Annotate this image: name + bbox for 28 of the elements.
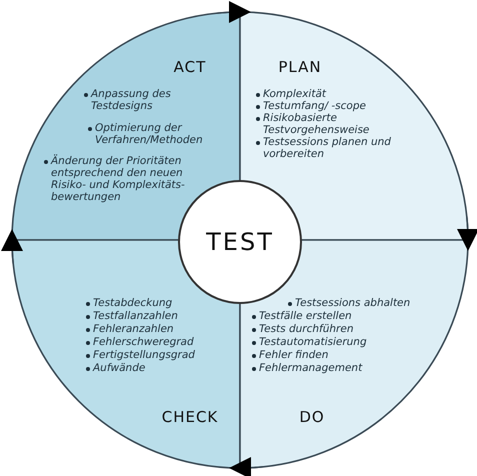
center-label: TEST (206, 228, 274, 256)
bullet-item: Tests durchführen (259, 323, 354, 335)
bullet-item: Anpassung des Testdesigns (91, 88, 172, 112)
bullet-item: Fertigstellungsgrad (93, 349, 196, 361)
bullet-item: Testfallanzahlen (93, 310, 179, 322)
quadrant-heading: CHECK (160, 408, 220, 426)
bullet-item: Testfälle erstellen (259, 310, 353, 322)
cycle-arrow (1, 229, 24, 264)
bullet-item: Testsessions abhalten (295, 297, 412, 309)
quadrant-heading: ACT (172, 58, 208, 76)
cycle-arrow (216, 1, 251, 24)
bullet-item: Aufwände (93, 362, 146, 374)
bullet-item: Risikobasierte Testvorgehensweise (263, 112, 370, 136)
bullet-item: Testautomatisierung (259, 336, 368, 348)
bullet-item: Änderung der Prioritäten entsprechend den neuen Risiko- und Komplexitäts- bewertungen (51, 155, 186, 203)
quadrant-heading: PLAN (277, 58, 323, 76)
bullet-item: Komplexität (263, 88, 328, 100)
bullet-item: Fehleranzahlen (93, 323, 175, 335)
cycle-arrow (229, 456, 264, 476)
bullet-item: Testsessions planen und vorbereiten (263, 136, 392, 160)
bullet-item: Fehlermanagement (259, 362, 364, 374)
bullet-item: Fehler finden (259, 349, 330, 361)
bullet-item: Optimierung der Verfahren/Methoden (95, 122, 204, 146)
bullet-item: Fehlerschweregrad (93, 336, 195, 348)
bullet-item: Testumfang/ -scope (263, 100, 367, 112)
cycle-arrow (456, 216, 477, 251)
quadrant-heading: DO (298, 408, 326, 426)
bullet-item: Testabdeckung (93, 297, 174, 309)
